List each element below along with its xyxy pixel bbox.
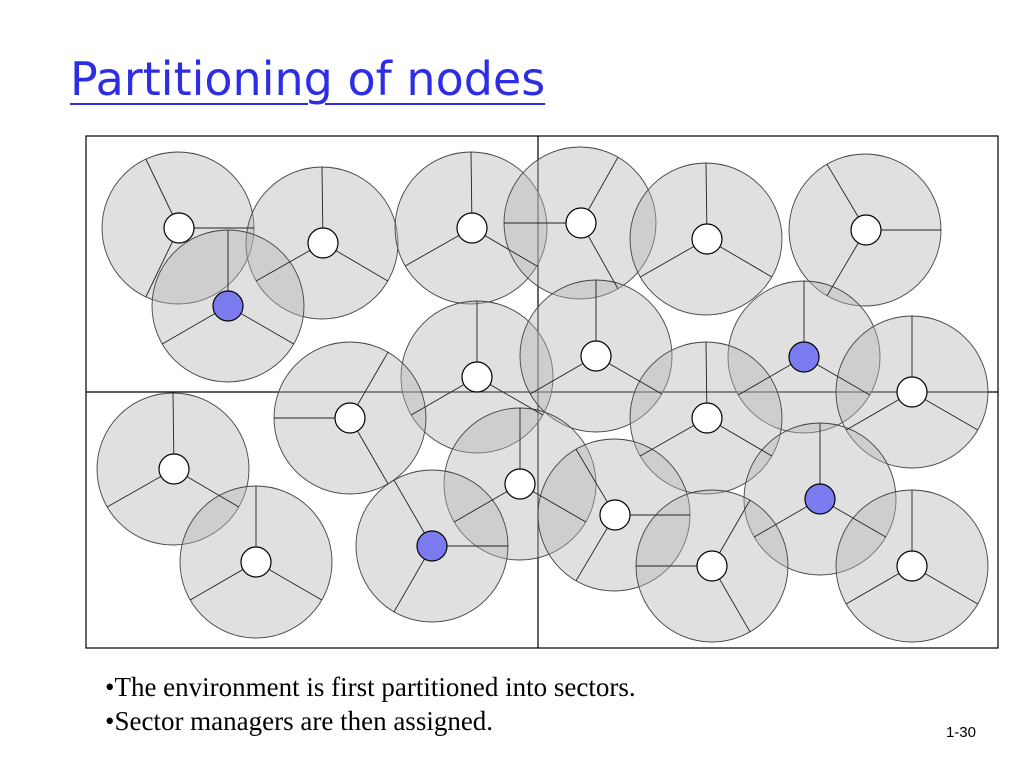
sector-manager-node bbox=[804, 483, 836, 515]
bullet-item-partition: •The environment is first partitioned in… bbox=[105, 672, 636, 702]
sector-manager-node bbox=[416, 530, 448, 562]
sensor-node bbox=[240, 546, 272, 578]
sensor-node bbox=[896, 376, 928, 408]
sensor-node bbox=[307, 227, 339, 259]
sensor-node bbox=[696, 550, 728, 582]
sensor-node bbox=[456, 212, 488, 244]
sensor-node bbox=[163, 212, 195, 244]
sensor-node bbox=[580, 340, 612, 372]
sensor-node bbox=[158, 453, 190, 485]
bullet-list: •The environment is first partitioned in… bbox=[105, 670, 636, 738]
sector-manager-node bbox=[212, 290, 244, 322]
sensor-node bbox=[504, 468, 536, 500]
sensor-node bbox=[896, 550, 928, 582]
sensor-node bbox=[850, 214, 882, 246]
sensor-node bbox=[565, 207, 597, 239]
sensor-node bbox=[691, 223, 723, 255]
sensor-node bbox=[691, 402, 723, 434]
sensor-node bbox=[334, 402, 366, 434]
bullet-item-managers: •Sector managers are then assigned. bbox=[105, 706, 494, 736]
slide-title: Partitioning of nodes bbox=[70, 52, 546, 106]
sensor-node bbox=[461, 361, 493, 393]
slide-number: 1-30 bbox=[945, 724, 976, 741]
sector-manager-node bbox=[788, 341, 820, 373]
sensor-node bbox=[599, 499, 631, 531]
